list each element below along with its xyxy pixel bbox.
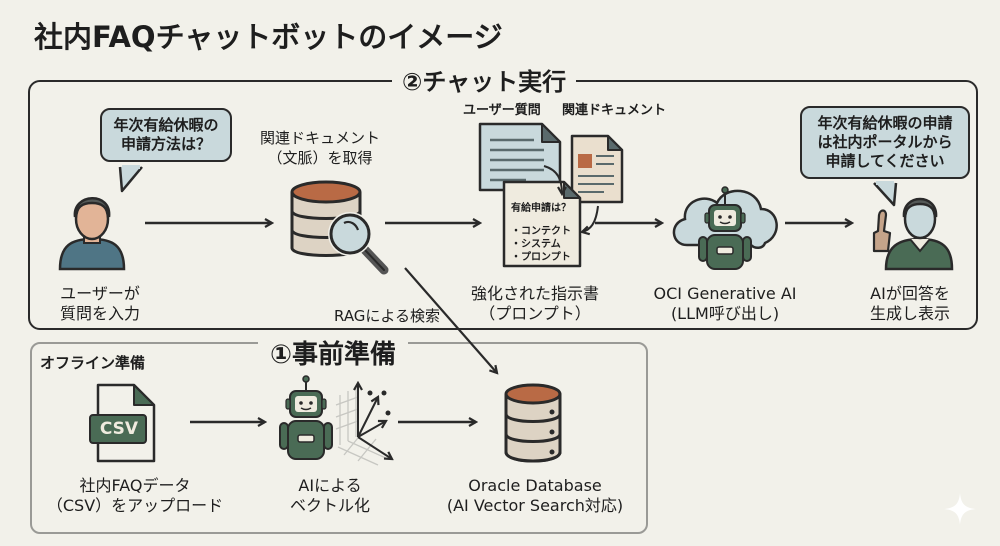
arrow-rag-search [404,267,497,373]
question-document-icon [478,122,562,192]
user-icon [58,197,126,271]
csv-file-icon [89,383,156,463]
offline-label: オフライン準備 [40,354,146,372]
user-question-bubble: 年次有給休暇の 申請方法は？ [100,108,232,162]
user-thumbs-up-icon [872,197,954,271]
related-document-icon [570,134,624,204]
oracle-db-label: Oracle Database (AI Vector Search対応) [440,476,630,516]
label-line: 生成し表示 [869,304,950,323]
documents-illustration [478,122,624,268]
vector-grid [335,387,389,466]
label-line: AIによる [298,476,362,495]
sparkle-icon [944,493,976,525]
label-line: ユーザーが [60,284,140,303]
bubble-tail [118,165,143,193]
answer-label: AIが回答を 生成し表示 [850,284,970,324]
retrieve-label: 関連ドキュメント （文脈）を取得 [245,128,395,168]
related-doc-label: 関連ドキュメント [562,103,667,118]
prompt-item: ・コンテクト [511,226,571,237]
database-search-icon [290,180,389,275]
label-line: Oracle Database [468,476,602,495]
vector-arrows [358,383,392,459]
prompt-item: ・システム [511,239,561,250]
label-line: （CSV）をアップロード [46,496,224,515]
label-line: （プロンプト） [479,304,591,323]
vectorize-label: AIによる ベクトル化 [270,476,390,516]
page-title: 社内FAQチャットボットのイメージ [34,20,503,54]
prep-section-title: ①事前準備 [258,334,409,371]
llm-label: OCI Generative AI (LLM呼び出し) [640,284,810,324]
label-line: 強化された指示書 [470,284,599,303]
chat-section-title: ②チャット実行 [392,62,577,97]
answer-bubble-tail [873,181,898,207]
bubble-line: 申請方法は？ [120,135,211,153]
label-line: 質問を入力 [59,304,140,323]
label-line: AIが回答を [870,284,950,303]
prompt-item: ・プロンプト [511,252,571,263]
label-line: (AI Vector Search対応) [446,496,624,515]
label-line: OCI Generative AI [653,284,797,303]
label-line: 社内FAQデータ [79,476,191,495]
label-line: （文脈）を取得 [267,149,373,167]
prompt-heading: 有給申請は？ [511,203,571,214]
user-label: ユーザーが 質問を入力 [40,284,160,324]
vectorize-robot-icon [279,375,398,466]
csv-icon-text: CSV [99,419,139,439]
oracle-database-icon [504,383,562,463]
prompt-doc-text: 有給申請は？ ・コンテクト ・システム ・プロンプト [511,202,571,264]
bubble-line: は社内ポータルから [817,133,953,151]
upload-label: 社内FAQデータ （CSV）をアップロード [40,476,230,516]
prompt-label: 強化された指示書 （プロンプト） [460,284,610,324]
label-line: (LLM呼び出し) [670,304,780,323]
answer-bubble: 年次有給休暇の申請 は社内ポータルから 申請してください [800,106,970,179]
bubble-line: 申請してください [825,152,945,170]
label-line: ベクトル化 [289,496,370,515]
label-line: 関連ドキュメント [259,129,380,147]
rag-label: RAGによる検索 [334,307,440,325]
bubble-line: 年次有給休暇の申請 [817,114,953,132]
bubble-line: 年次有給休暇の [113,116,219,134]
cloud-robot-icon [672,186,778,270]
user-question-doc-label: ユーザー質問 [463,103,541,118]
